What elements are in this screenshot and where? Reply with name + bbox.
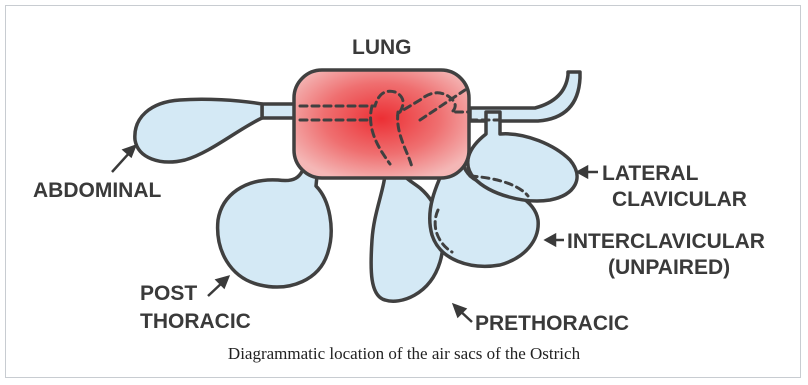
label-abdominal: ABDOMINAL xyxy=(33,179,161,202)
lateral-clavicular-air-sac xyxy=(468,112,577,201)
label-post-thoracic-line1: POST xyxy=(140,282,197,305)
lung-shape xyxy=(294,70,469,178)
label-lateral-clavicular-line2: CLAVICULAR xyxy=(612,188,747,211)
label-lateral-clavicular-line1: LATERAL xyxy=(602,162,699,185)
label-post-thoracic-line2: THORACIC xyxy=(140,310,251,333)
label-interclavicular-line2: (UNPAIRED) xyxy=(608,256,730,279)
figure-caption: Diagrammatic location of the air sacs of… xyxy=(0,344,808,364)
interclavicular-arrowhead xyxy=(546,235,555,245)
label-prethoracic: PRETHORACIC xyxy=(475,312,629,335)
post-thoracic-air-sac xyxy=(218,160,332,287)
label-lung: LUNG xyxy=(352,36,412,59)
lateral-clavicular-arrowhead xyxy=(578,167,587,177)
abdominal-arrowhead xyxy=(124,146,135,156)
label-interclavicular-line1: INTERCLAVICULAR xyxy=(567,230,765,253)
abdominal-air-sac xyxy=(135,99,262,162)
